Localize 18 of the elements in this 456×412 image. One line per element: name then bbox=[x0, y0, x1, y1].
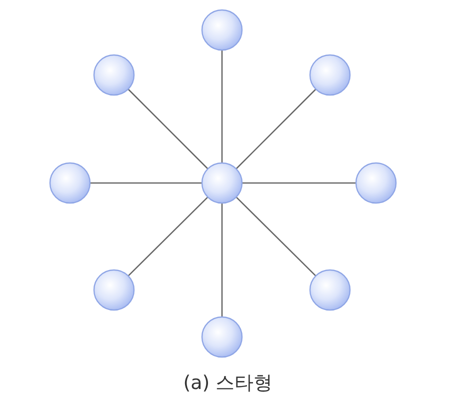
node-circle bbox=[201, 9, 243, 51]
node-circle bbox=[201, 162, 243, 204]
caption: (a) 스타형 bbox=[183, 371, 273, 396]
node-circle bbox=[49, 162, 91, 204]
connector-line bbox=[221, 50, 223, 163]
node-circle bbox=[201, 316, 243, 358]
node-circle bbox=[93, 54, 135, 96]
node-circle bbox=[309, 54, 351, 96]
connector-line bbox=[236, 196, 316, 276]
connector-line bbox=[242, 182, 356, 184]
connector-line bbox=[128, 196, 208, 276]
node-circle bbox=[309, 269, 351, 311]
connector-line bbox=[221, 203, 223, 317]
connector-line bbox=[90, 182, 202, 184]
node-circle bbox=[93, 269, 135, 311]
connector-line bbox=[236, 88, 316, 170]
node-circle bbox=[355, 162, 397, 204]
connector-line bbox=[128, 88, 208, 170]
